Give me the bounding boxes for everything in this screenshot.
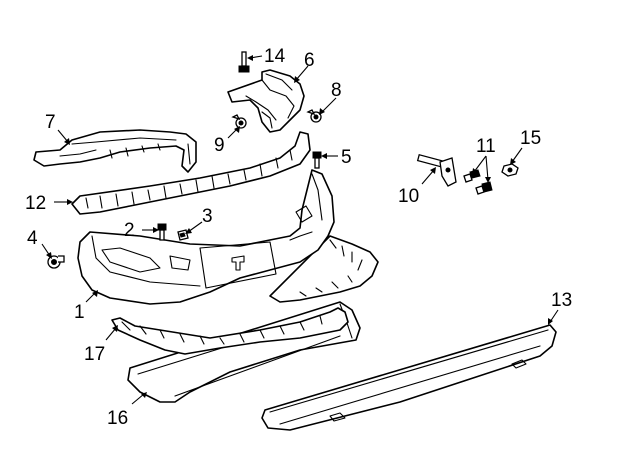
part-1-bumper-cover bbox=[77, 169, 335, 305]
leader-lines bbox=[41, 55, 559, 405]
callout-5: 5 bbox=[341, 147, 352, 168]
callout-1: 1 bbox=[74, 302, 85, 323]
callout-3: 3 bbox=[202, 206, 213, 227]
part-10-bracket bbox=[416, 153, 457, 187]
callout-14: 14 bbox=[264, 46, 286, 67]
callout-4: 4 bbox=[27, 228, 38, 249]
callout-15: 15 bbox=[520, 128, 541, 149]
bumper-cover-lower-lip bbox=[269, 235, 379, 303]
callout-9: 9 bbox=[214, 135, 225, 156]
callout-2: 2 bbox=[124, 220, 135, 241]
part-13-impact-bar bbox=[261, 324, 557, 431]
part-17-lower-strip bbox=[111, 307, 349, 355]
callout-12: 12 bbox=[25, 193, 46, 214]
callout-10: 10 bbox=[398, 186, 419, 207]
callout-labels: 14 6 8 9 7 5 12 2 3 4 10 11 15 1 13 17 1… bbox=[25, 46, 572, 429]
part-12-energy-absorber bbox=[71, 131, 311, 215]
part-8-nut bbox=[306, 109, 322, 123]
part-14-bolt bbox=[238, 51, 250, 73]
callout-7: 7 bbox=[45, 112, 56, 133]
part-4-nut bbox=[47, 255, 65, 269]
part-15-nut bbox=[501, 163, 519, 177]
callout-8: 8 bbox=[331, 80, 342, 101]
callout-17: 17 bbox=[84, 344, 105, 365]
part-2-bolt bbox=[157, 223, 167, 241]
callout-16: 16 bbox=[107, 408, 128, 429]
callout-6: 6 bbox=[304, 50, 315, 71]
callout-11: 11 bbox=[476, 136, 496, 157]
part-9-nut bbox=[231, 114, 247, 129]
part-7-upper-bracket bbox=[33, 129, 197, 173]
part-5-bolt bbox=[312, 151, 322, 169]
part-3-clip bbox=[177, 229, 189, 241]
part-6-side-bracket bbox=[227, 69, 305, 133]
callout-13: 13 bbox=[551, 290, 572, 311]
